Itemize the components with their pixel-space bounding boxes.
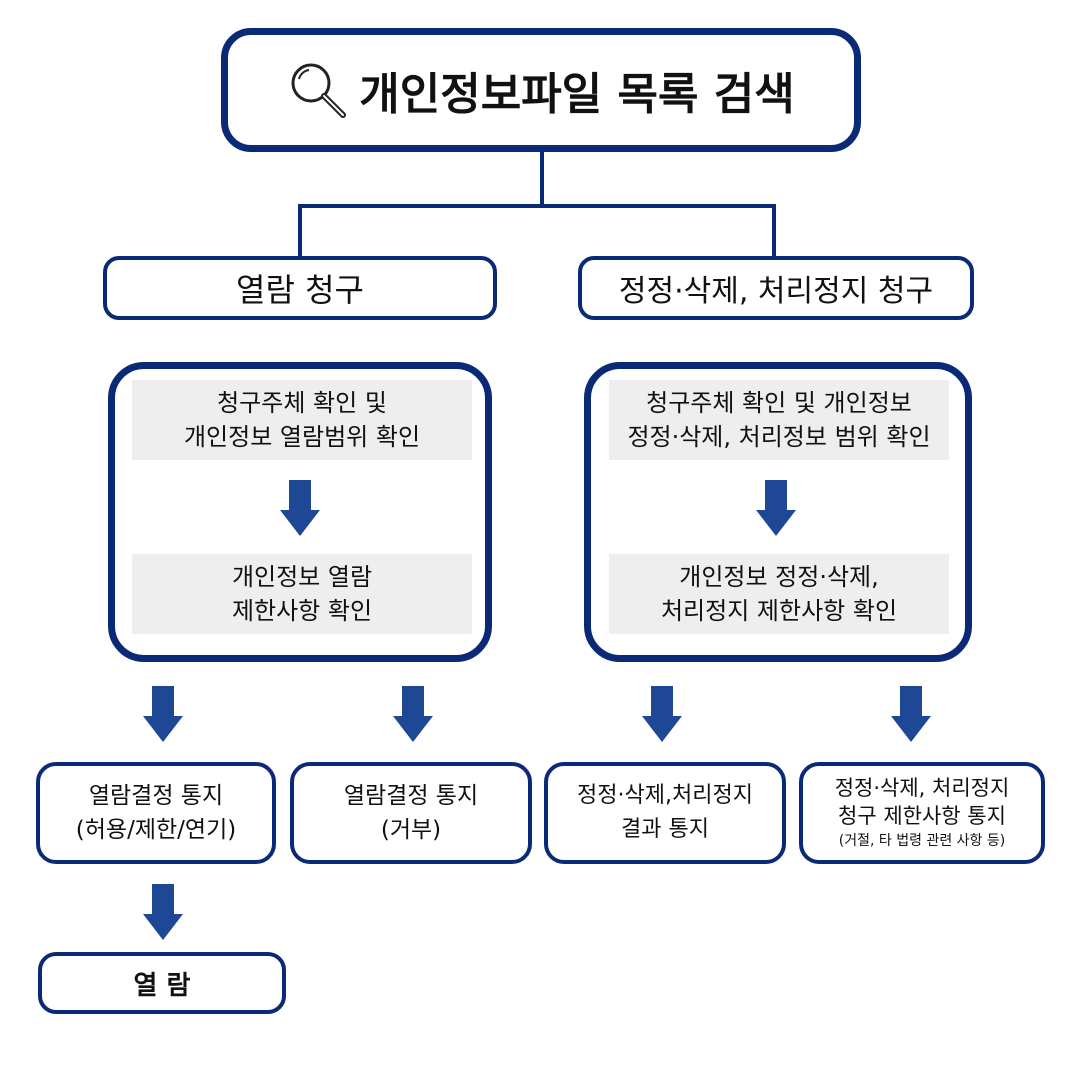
outcome-3-arrow-icon (642, 686, 682, 742)
outcome-4-line-1: 정정·삭제, 처리정지 (834, 776, 1010, 800)
left-step-1-line-2: 개인정보 열람범위 확인 (183, 423, 421, 451)
outcome-2-line-2: (거부) (380, 817, 442, 843)
outcome-box-2: 열람결정 통지 (거부) (290, 762, 532, 864)
right-header-box: 정정·삭제, 처리정지 청구 (578, 256, 974, 320)
outcome-2-line-1: 열람결정 통지 (343, 783, 479, 809)
final-arrow-icon (143, 884, 183, 940)
connector-vertical-top (540, 152, 544, 206)
left-header-box: 열람 청구 (103, 256, 497, 320)
outcome-4-note: (거절, 타 법령 관련 사항 등) (838, 833, 1006, 849)
right-step-2-line-1: 개인정보 정정·삭제, (679, 563, 879, 591)
right-header-text: 정정·삭제, 처리정지 청구 (618, 274, 934, 309)
connector-horizontal (298, 204, 776, 208)
left-step-2-line-2: 제한사항 확인 (231, 597, 373, 625)
right-step-2-line-2: 처리정지 제한사항 확인 (660, 597, 898, 625)
outcome-3-line-1: 정정·삭제,처리정지 (577, 783, 753, 808)
outcome-box-4: 정정·삭제, 처리정지 청구 제한사항 통지 (거절, 타 법령 관련 사항 등… (799, 762, 1045, 864)
outcome-1-line-1: 열람결정 통지 (88, 783, 224, 809)
right-step-1-line-2: 정정·삭제, 처리정보 범위 확인 (627, 423, 931, 451)
right-step-2: 개인정보 정정·삭제, 처리정지 제한사항 확인 (609, 554, 949, 634)
outcome-box-1: 열람결정 통지 (허용/제한/연기) (36, 762, 276, 864)
connector-left-drop (298, 204, 302, 256)
final-box: 열 람 (38, 952, 286, 1014)
outcome-1-line-2: (허용/제한/연기) (75, 817, 237, 843)
right-step-1-line-1: 청구주체 확인 및 개인정보 (646, 389, 912, 417)
title-text: 개인정보파일 목록 검색 (359, 69, 795, 120)
outcome-box-3: 정정·삭제,처리정지 결과 통지 (544, 762, 786, 864)
connector-right-drop (772, 204, 776, 256)
outcome-2-arrow-icon (393, 686, 433, 742)
left-step-2: 개인정보 열람 제한사항 확인 (132, 554, 472, 634)
outcome-1-arrow-icon (143, 686, 183, 742)
left-step-2-line-1: 개인정보 열람 (231, 563, 373, 591)
outcome-4-line-2: 청구 제한사항 통지 (838, 804, 1006, 828)
outcome-3-line-2: 결과 통지 (621, 817, 709, 842)
right-inner-arrow-icon (756, 480, 796, 536)
outcome-4-arrow-icon (891, 686, 931, 742)
right-step-1: 청구주체 확인 및 개인정보 정정·삭제, 처리정보 범위 확인 (609, 380, 949, 460)
left-inner-arrow-icon (280, 480, 320, 536)
left-step-1-line-1: 청구주체 확인 및 (217, 389, 387, 417)
left-header-text: 열람 청구 (236, 271, 364, 309)
left-step-1: 청구주체 확인 및 개인정보 열람범위 확인 (132, 380, 472, 460)
title-box: 개인정보파일 목록 검색 (221, 28, 861, 152)
final-text: 열 람 (133, 970, 191, 1001)
search-icon (287, 59, 349, 121)
